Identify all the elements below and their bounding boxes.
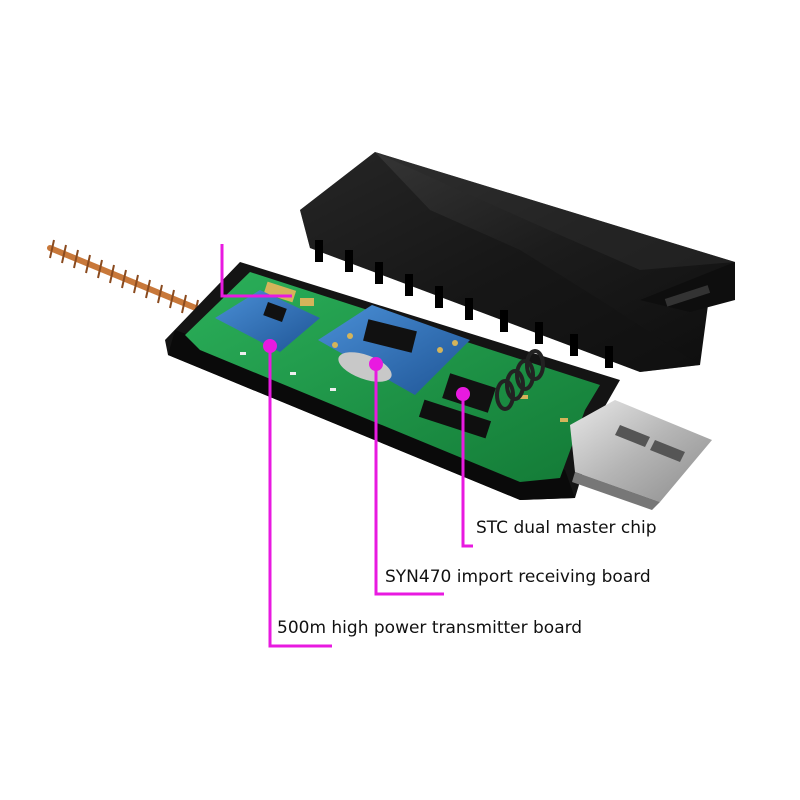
dot-syn470	[369, 357, 383, 371]
leader-top	[220, 244, 292, 298]
leader-syn470	[374, 364, 444, 596]
callout-dots	[263, 339, 470, 401]
dot-stc	[456, 387, 470, 401]
label-stc-chip: STC dual master chip	[476, 518, 657, 538]
callout-lines	[220, 244, 473, 648]
label-transmitter-board: 500m high power transmitter board	[277, 618, 583, 638]
dot-transmitter	[263, 339, 277, 353]
leader-stc	[461, 394, 473, 548]
leader-transmitter	[268, 346, 332, 648]
receiver-module	[318, 305, 470, 395]
usb-connector	[570, 400, 712, 510]
coil-antenna	[495, 349, 545, 411]
label-syn470-board: SYN470 import receiving board	[385, 567, 651, 587]
transmitter-module	[215, 290, 320, 352]
case-cap	[300, 152, 735, 372]
